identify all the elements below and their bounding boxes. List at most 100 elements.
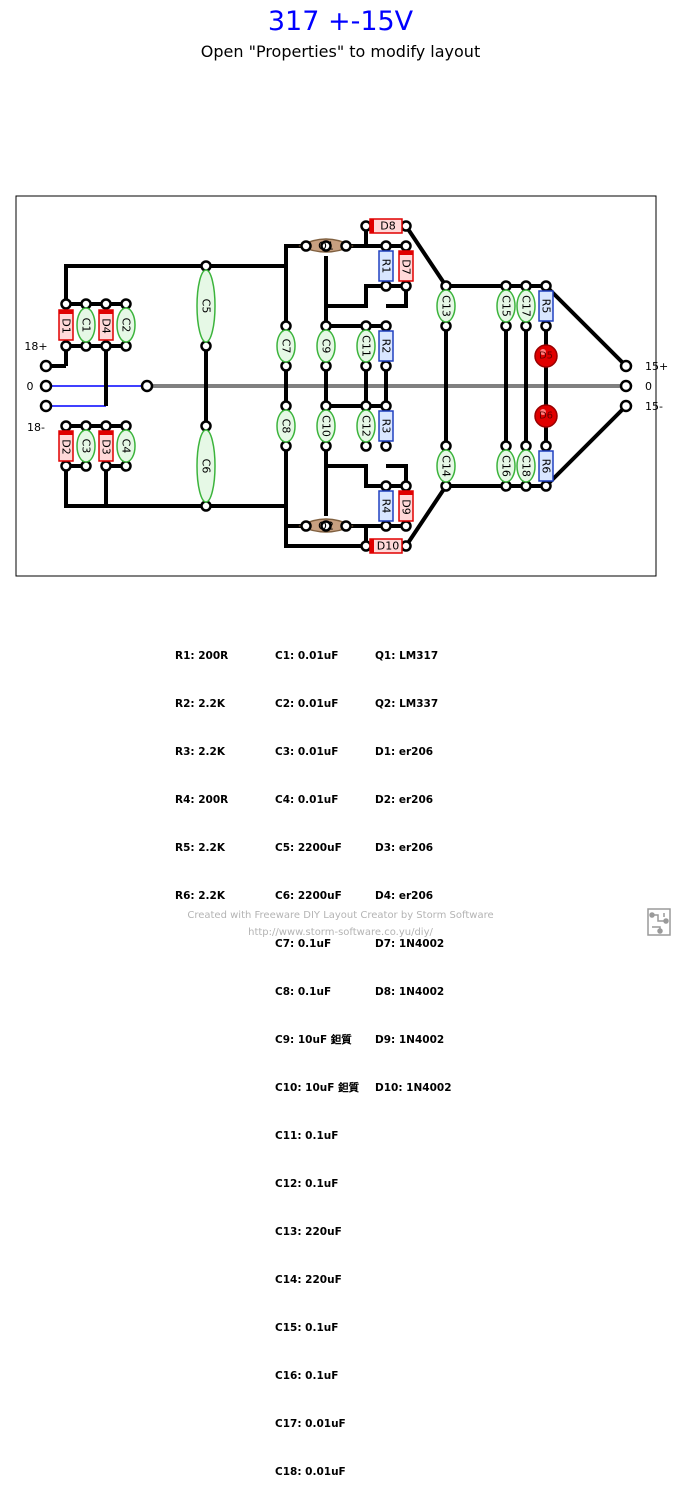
- capacitor-c1[interactable]: C1: [76, 298, 96, 352]
- capacitor-c14[interactable]: C14: [436, 440, 456, 492]
- solder-pad: [440, 440, 452, 452]
- solder-pad: [380, 360, 392, 372]
- footer-link[interactable]: http://www.storm-software.co.yu/diy/: [248, 927, 433, 938]
- capacitor-c18[interactable]: C18: [516, 440, 536, 492]
- terminal-pads: [39, 359, 633, 413]
- diode-d3[interactable]: D3: [98, 420, 114, 472]
- resistor-body: [378, 330, 394, 362]
- solder-pad: [400, 240, 412, 252]
- component-label: C14: [440, 455, 453, 477]
- capacitor-c4[interactable]: C4: [116, 420, 136, 472]
- bom-line: C11: 0.1uF: [275, 1130, 339, 1142]
- solder-pad: [80, 340, 92, 352]
- diode-d2[interactable]: D2: [58, 420, 74, 472]
- led-d6[interactable]: D6: [534, 404, 558, 428]
- component-label: C3: [80, 439, 93, 454]
- component-label: C11: [360, 335, 373, 357]
- resistor-r4[interactable]: R4: [378, 480, 394, 532]
- trace: [206, 504, 306, 528]
- solder-pad: [60, 460, 72, 472]
- solder-pad: [320, 440, 332, 452]
- led-d5[interactable]: D5: [534, 344, 558, 368]
- capacitor-c7[interactable]: C7: [276, 320, 296, 372]
- transistor-q2[interactable]: Q2: [298, 518, 354, 533]
- terminal-pad: [140, 379, 154, 393]
- component-label: C17: [520, 295, 533, 317]
- footer-credit: Created with Freeware DIY Layout Creator…: [187, 910, 494, 921]
- solder-pad: [320, 400, 332, 412]
- terminal-label-18-minus: 18-: [27, 421, 45, 434]
- bom-line: C4: 0.01uF: [275, 794, 339, 806]
- solder-pad: [360, 540, 372, 552]
- component-label: D2: [60, 439, 73, 454]
- solder-pad: [520, 320, 532, 332]
- component-label: D5: [539, 351, 553, 362]
- diode-d1[interactable]: D1: [58, 298, 74, 352]
- solder-pad: [360, 220, 372, 232]
- solder-pad: [360, 360, 372, 372]
- capacitor-c10[interactable]: C10: [316, 400, 336, 452]
- diode-d7[interactable]: D7: [398, 240, 414, 292]
- bom-line: C3: 0.01uF: [275, 746, 339, 758]
- solder-pad: [340, 520, 352, 532]
- capacitor-body: [516, 289, 536, 323]
- component-label: R3: [380, 419, 393, 434]
- diode-band: [370, 539, 374, 553]
- capacitor-body: [116, 429, 136, 463]
- trace: [324, 256, 406, 308]
- capacitor-c16[interactable]: C16: [496, 440, 516, 492]
- bom-line: D2: er206: [375, 794, 434, 806]
- solder-pad: [80, 420, 92, 432]
- solder-pad: [280, 320, 292, 332]
- solder-pad: [120, 420, 132, 432]
- transistor-q1[interactable]: Q1: [298, 238, 354, 253]
- trace: [64, 466, 206, 508]
- capacitor-c13[interactable]: C13: [436, 280, 456, 332]
- diode-d9[interactable]: D9: [398, 480, 414, 532]
- capacitor-c11[interactable]: C11: [356, 320, 376, 372]
- bom-line: C13: 220uF: [275, 1226, 342, 1238]
- component-label: D8: [380, 220, 395, 233]
- bom-line: D1: er206: [375, 746, 434, 758]
- solder-pad: [340, 240, 352, 252]
- diode-d8[interactable]: D8: [360, 218, 412, 234]
- solder-pad: [280, 360, 292, 372]
- solder-pad: [500, 480, 512, 492]
- component-label: D9: [400, 499, 413, 514]
- solder-pad: [280, 400, 292, 412]
- terminal-pad: [39, 399, 53, 413]
- capacitor-c8[interactable]: C8: [276, 400, 296, 452]
- capacitor-body: [316, 409, 336, 443]
- capacitor-c9[interactable]: C9: [316, 320, 336, 372]
- resistor-body: [378, 250, 394, 282]
- capacitor-c6[interactable]: C6: [196, 420, 216, 512]
- solder-pad: [400, 280, 412, 292]
- capacitor-c5[interactable]: C5: [196, 260, 216, 352]
- resistor-r1[interactable]: R1: [378, 240, 394, 292]
- capacitor-c15[interactable]: C15: [496, 280, 516, 332]
- solder-pad: [380, 440, 392, 452]
- diode-d4[interactable]: D4: [98, 298, 114, 352]
- diode-d10[interactable]: D10: [360, 538, 412, 554]
- capacitor-c3[interactable]: C3: [76, 420, 96, 472]
- resistor-r3[interactable]: R3: [378, 400, 394, 452]
- resistor-r2[interactable]: R2: [378, 320, 394, 372]
- capacitor-c2[interactable]: C2: [116, 298, 136, 352]
- component-label: R5: [540, 299, 553, 314]
- component-label: D10: [377, 540, 399, 553]
- capacitor-c12[interactable]: C12: [356, 400, 376, 452]
- component-label: C2: [120, 318, 133, 333]
- resistor-r6[interactable]: R6: [538, 440, 554, 492]
- capacitor-c17[interactable]: C17: [516, 280, 536, 332]
- page-subtitle: Open "Properties" to modify layout: [200, 42, 481, 61]
- page-title: 317 +-15V: [267, 6, 414, 37]
- capacitor-body: [76, 307, 96, 343]
- trace: [324, 464, 406, 516]
- solder-pad: [440, 280, 452, 292]
- diode-band: [59, 310, 73, 314]
- capacitor-body: [196, 269, 216, 343]
- terminal-pad: [619, 379, 633, 393]
- resistor-r5[interactable]: R5: [538, 280, 554, 332]
